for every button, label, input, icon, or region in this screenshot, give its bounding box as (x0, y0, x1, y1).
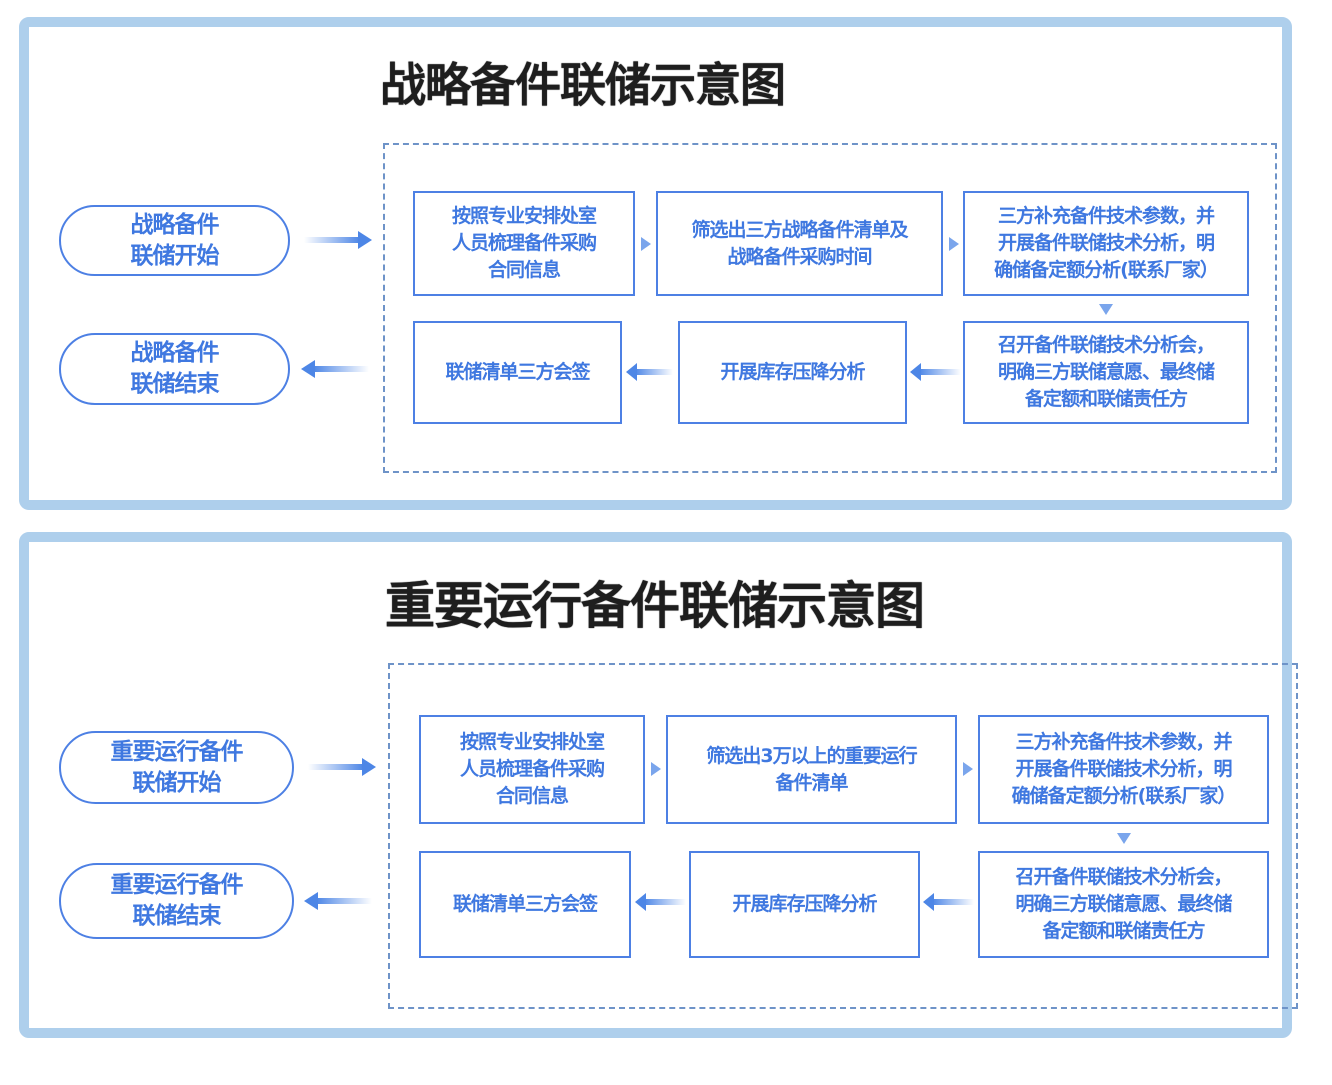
important-operating-spare-parts-panel: 重要运行备件联储示意图 重要运行备件 联储开始 重要运行备件 联储结束 按照专业… (19, 532, 1298, 1038)
diagram-title: 重要运行备件联储示意图 (385, 577, 925, 635)
step-4-analysis-meeting: 召开备件联储技术分析会， 明确三方联储意愿、最终储 备定额和联储责任方 (963, 321, 1249, 424)
step-4-analysis-meeting: 召开备件联储技术分析会， 明确三方联储意愿、最终储 备定额和联储责任方 (978, 851, 1269, 958)
arrow-right-icon (308, 757, 378, 777)
chevron-down-icon (1114, 828, 1134, 848)
arrow-right-icon (304, 230, 374, 250)
step-5-inventory-reduction: 开展库存压降分析 (678, 321, 907, 424)
chevron-right-icon (945, 234, 963, 254)
step-3-tech-params: 三方补充备件技术参数，并 开展备件联储技术分析，明 确储备定额分析(联系厂家） (963, 191, 1249, 296)
step-1-sort-contracts: 按照专业安排处室 人员梳理备件采购 合同信息 (413, 191, 635, 296)
arrow-left-icon (634, 892, 686, 912)
step-1-sort-contracts: 按照专业安排处室 人员梳理备件采购 合同信息 (419, 715, 645, 824)
step-6-countersign: 联储清单三方会签 (419, 851, 631, 958)
process-group-boundary (383, 143, 1277, 473)
start-terminal: 战略备件 联储开始 (59, 205, 290, 276)
arrow-left-icon (299, 359, 369, 379)
chevron-right-icon (637, 234, 655, 254)
process-group-boundary (388, 663, 1298, 1009)
end-terminal: 重要运行备件 联储结束 (59, 863, 294, 939)
chevron-down-icon (1096, 299, 1116, 319)
end-terminal: 战略备件 联储结束 (59, 333, 290, 405)
step-2-filter-list: 筛选出3万以上的重要运行 备件清单 (666, 715, 957, 824)
step-3-tech-params: 三方补充备件技术参数，并 开展备件联储技术分析，明 确储备定额分析(联系厂家） (978, 715, 1269, 824)
arrow-left-icon (909, 362, 961, 382)
step-5-inventory-reduction: 开展库存压降分析 (689, 851, 920, 958)
strategic-spare-parts-panel: 战略备件联储示意图 战略备件 联储开始 战略备件 联储结束 按照专业安排处室 人… (19, 17, 1292, 510)
chevron-right-icon (647, 759, 665, 779)
chevron-right-icon (959, 759, 977, 779)
arrow-left-icon (625, 362, 673, 382)
step-2-filter-list: 筛选出三方战略备件清单及 战略备件采购时间 (656, 191, 943, 296)
arrow-left-icon (922, 892, 974, 912)
step-6-countersign: 联储清单三方会签 (413, 321, 622, 424)
arrow-left-icon (302, 891, 372, 911)
diagram-title: 战略备件联储示意图 (380, 58, 786, 112)
start-terminal: 重要运行备件 联储开始 (59, 731, 294, 804)
